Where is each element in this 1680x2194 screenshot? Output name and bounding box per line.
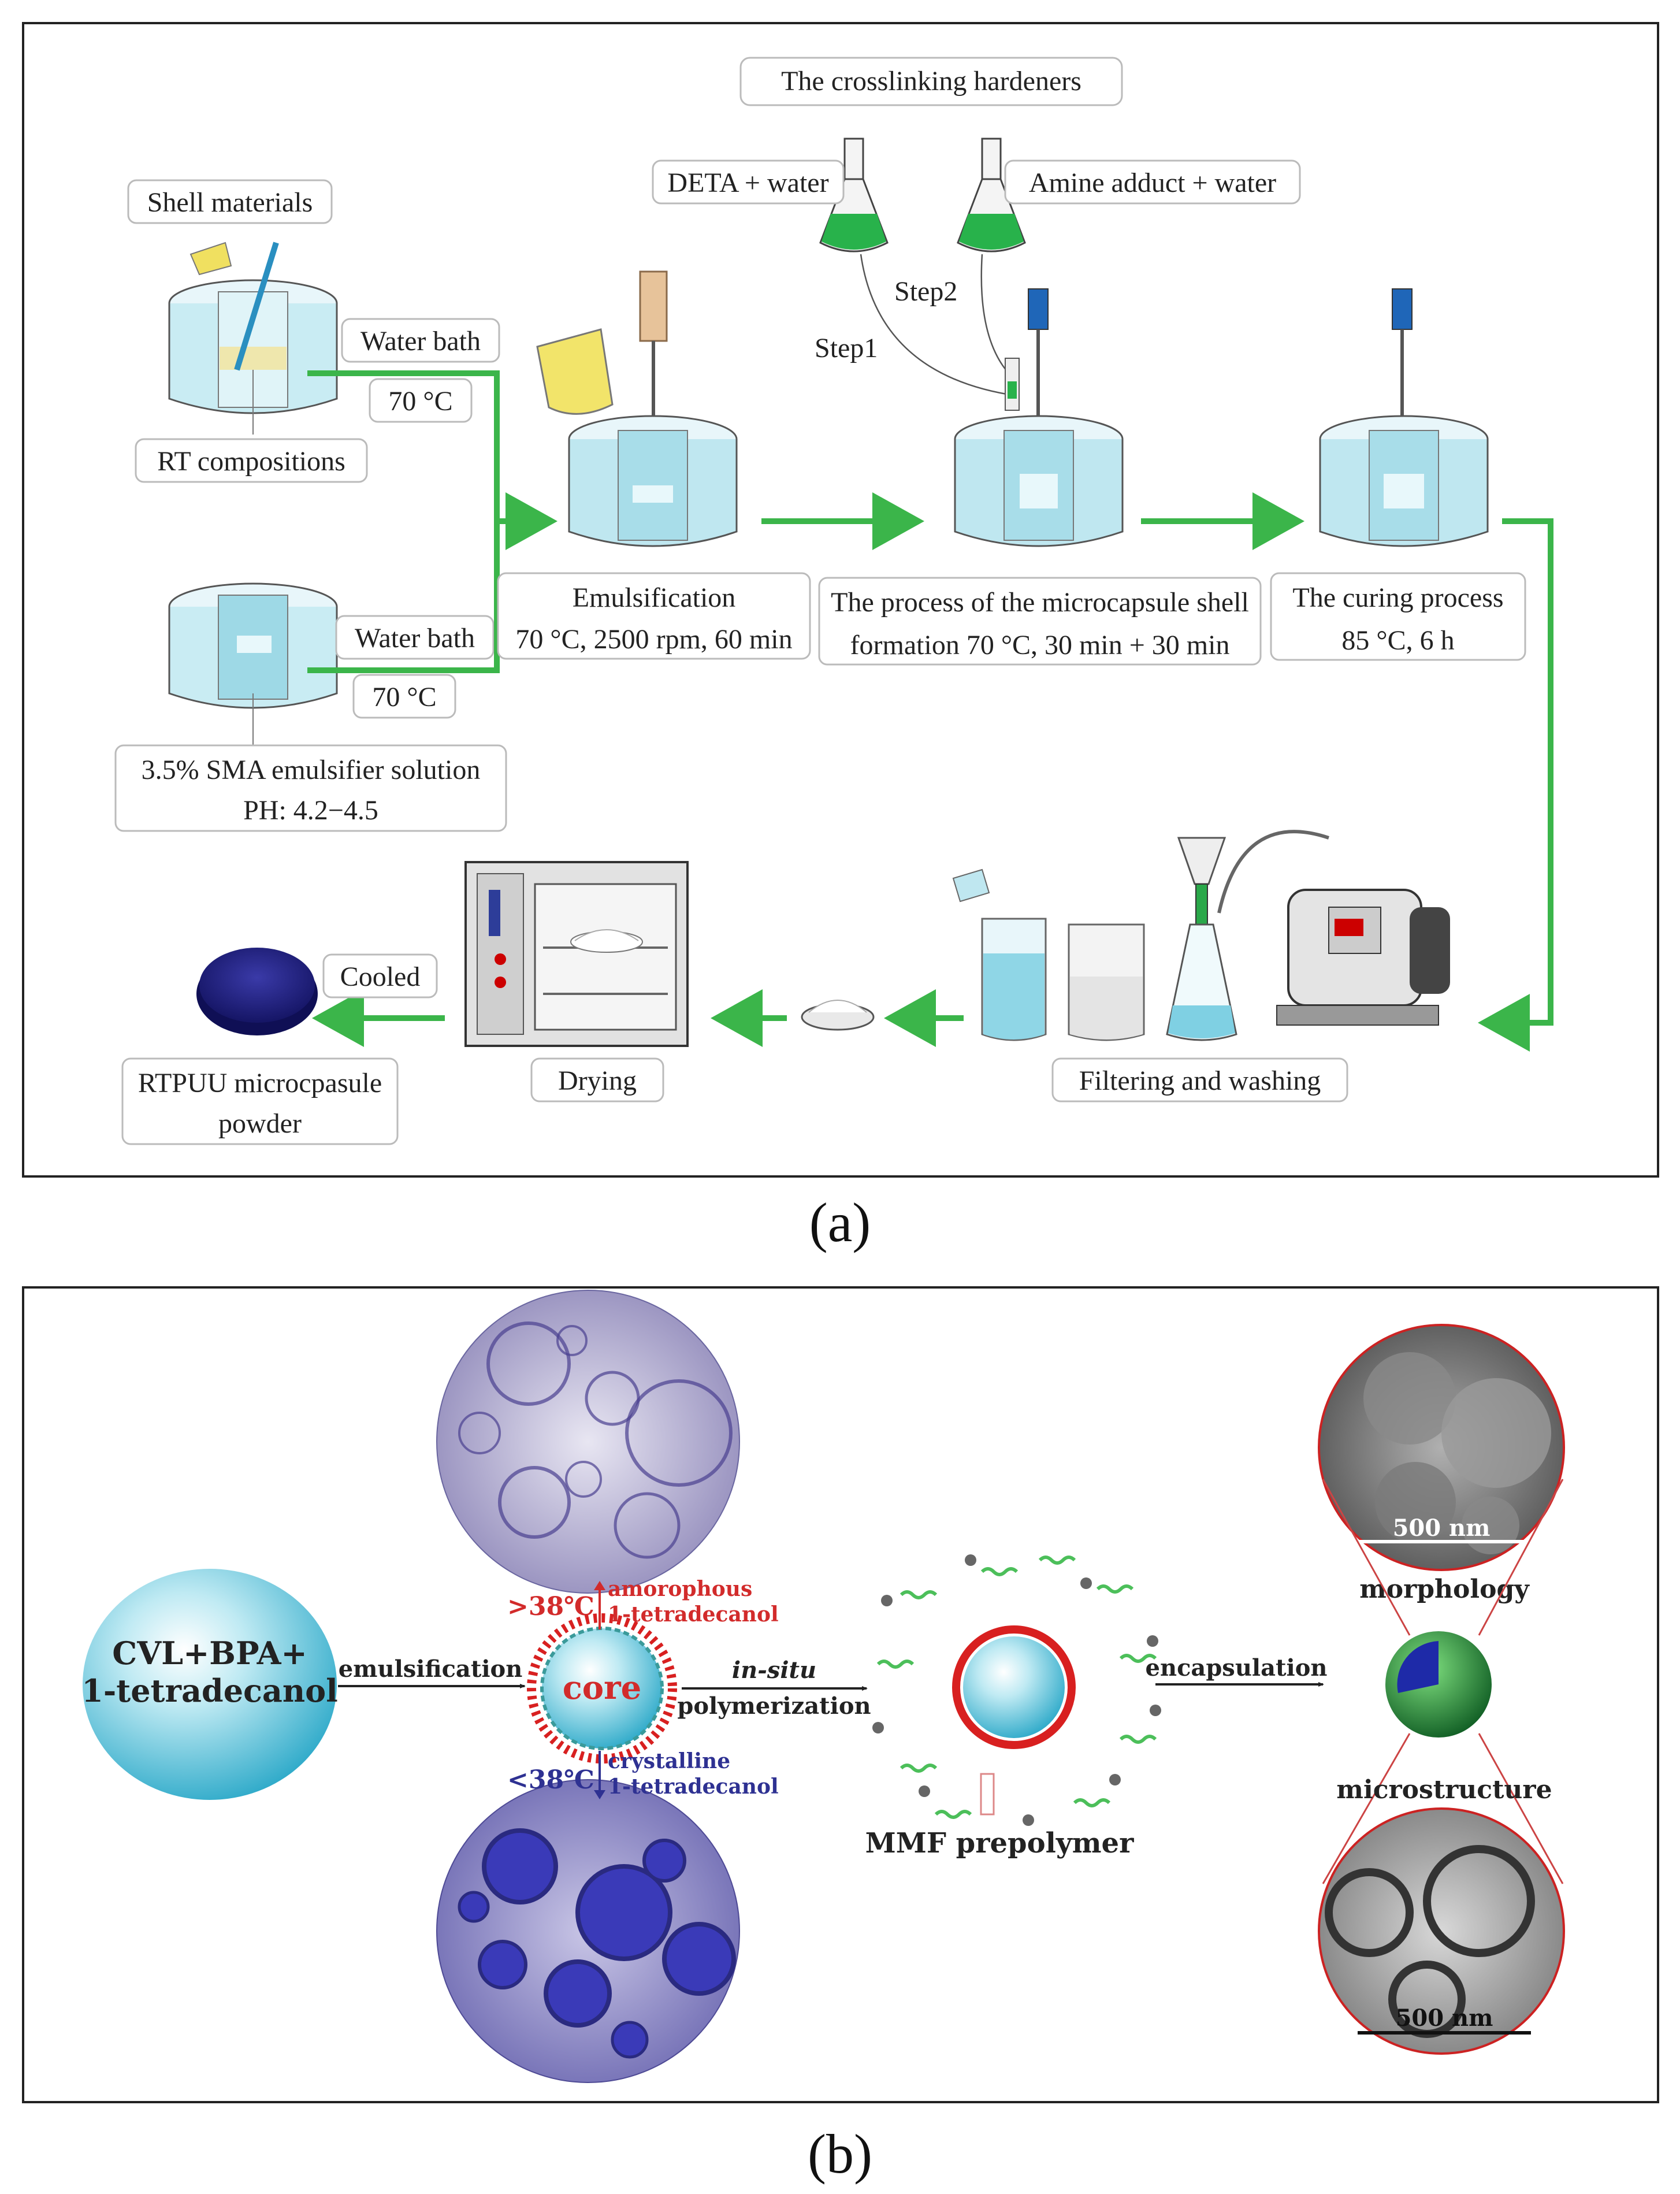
mmf-label: MMF prepolymer: [865, 1827, 1134, 1859]
drying-label: Drying: [558, 1066, 637, 1096]
core-label: core: [563, 1669, 642, 1707]
tem-image: [1318, 1807, 1565, 2055]
curing-line2: 85 °C, 6 h: [1341, 625, 1454, 656]
crystalline-2: 1-tetradecanol: [608, 1774, 779, 1799]
emulsification-box: [497, 572, 811, 660]
shell-materials-label: Shell materials: [147, 187, 313, 218]
temp-2-label: 70 °C: [372, 682, 436, 712]
microstructure-label: microstructure: [1336, 1775, 1552, 1805]
deta-label: DETA + water: [667, 168, 828, 198]
crystalline-1: crystalline: [608, 1749, 730, 1773]
rt-compositions-box: [135, 438, 368, 483]
hardeners-title: The crosslinking hardeners: [781, 66, 1081, 96]
drying-oven: [464, 861, 689, 1047]
temp-1-label: 70 °C: [388, 386, 452, 417]
shell-materials-box: [127, 179, 333, 224]
amorphous-2: 1-tetradecanol: [608, 1602, 779, 1627]
shell-formation-box: [818, 577, 1262, 666]
curing-line1: The curing process: [1292, 582, 1503, 613]
beaker-emulsification: [536, 270, 738, 547]
water-bath-2-box: [335, 615, 495, 660]
water-bath-2-label: Water bath: [355, 623, 475, 654]
step1-label: Step1: [815, 333, 878, 363]
water-bath-1-label: Water bath: [360, 326, 481, 357]
sma-line1: 3.5% SMA emulsifier solution: [142, 755, 481, 785]
rtpuu-powder-dish: [196, 948, 318, 1035]
cooled-label: Cooled: [340, 962, 421, 992]
droplet-line2: 1-tetradecanol: [81, 1672, 337, 1709]
droplet-line1: CVL+BPA+: [112, 1635, 307, 1672]
shell-formation-line2: formation 70 °C, 30 min + 30 min: [850, 630, 1230, 660]
morphology-label: morphology: [1359, 1575, 1530, 1604]
micrograph-crystalline: [436, 1779, 740, 2083]
panel-b-frame: [22, 1286, 1659, 2103]
curing-box: [1270, 572, 1526, 661]
amine-flask: [957, 138, 1026, 253]
water-bath-1-box: [341, 318, 500, 363]
insitu-label: in-situ: [732, 1657, 816, 1684]
beaker-curing: [1319, 288, 1489, 547]
beaker-shell-formation: [954, 288, 1124, 547]
emulsification-line2: 70 °C, 2500 rpm, 60 min: [515, 624, 792, 655]
microcapsule-3d: [1385, 1631, 1492, 1738]
temp-2-box: [352, 674, 456, 719]
filtering-box: [1051, 1057, 1348, 1102]
step1-curve: [860, 254, 1017, 397]
deta-flask: [819, 138, 889, 253]
powder-dish: [801, 1000, 875, 1031]
above-temp: >38℃: [507, 1592, 594, 1621]
caption-b: (b): [808, 2123, 872, 2185]
sem-image: [1318, 1324, 1565, 1571]
sma-box: [114, 744, 507, 832]
temp-1-box: [369, 378, 473, 423]
amine-label-box: [1004, 159, 1301, 205]
emulsification-line1: Emulsification: [573, 582, 736, 613]
shell-formation-line1: The process of the microcapsule shell: [831, 587, 1249, 618]
sma-line2: PH: 4.2−4.5: [243, 795, 378, 826]
scale-bar-bottom: 500 nm: [1396, 2004, 1493, 2032]
mmf-prepolymer-cluster: [872, 1554, 1161, 1826]
filtering-equipment: [952, 830, 1450, 1041]
below-temp: <38℃: [507, 1765, 594, 1795]
cooled-box: [322, 953, 438, 998]
beaker-shell-materials: [168, 242, 338, 414]
powder-box: [121, 1057, 399, 1145]
powder-line2: powder: [218, 1108, 302, 1139]
drying-box: [530, 1057, 664, 1102]
hardeners-title-box: [739, 57, 1123, 106]
amorphous-1: amorophous: [608, 1577, 752, 1601]
deta-label-box: [652, 159, 845, 205]
emulsification-label: emulsification: [339, 1655, 523, 1683]
beaker-sma: [168, 582, 338, 709]
emulsion-droplet: [83, 1569, 337, 1800]
caption-a: (a): [809, 1191, 871, 1253]
amine-label: Amine adduct + water: [1029, 168, 1276, 198]
filtering-label: Filtering and washing: [1079, 1066, 1321, 1096]
polymerization-label: polymerization: [677, 1692, 871, 1720]
encapsulation-label: encapsulation: [1146, 1654, 1328, 1681]
step2-label: Step2: [894, 276, 957, 307]
connector-top: [307, 370, 500, 521]
rt-compositions-label: RT compositions: [157, 446, 345, 477]
scale-bar-top: 500 nm: [1393, 1514, 1491, 1542]
core-particle: [527, 1613, 677, 1764]
connector-bottom: [307, 521, 500, 673]
powder-line1: RTPUU microcpasule: [138, 1068, 382, 1098]
micrograph-amorphous: [436, 1290, 740, 1594]
panel-a-frame: [22, 22, 1659, 1178]
